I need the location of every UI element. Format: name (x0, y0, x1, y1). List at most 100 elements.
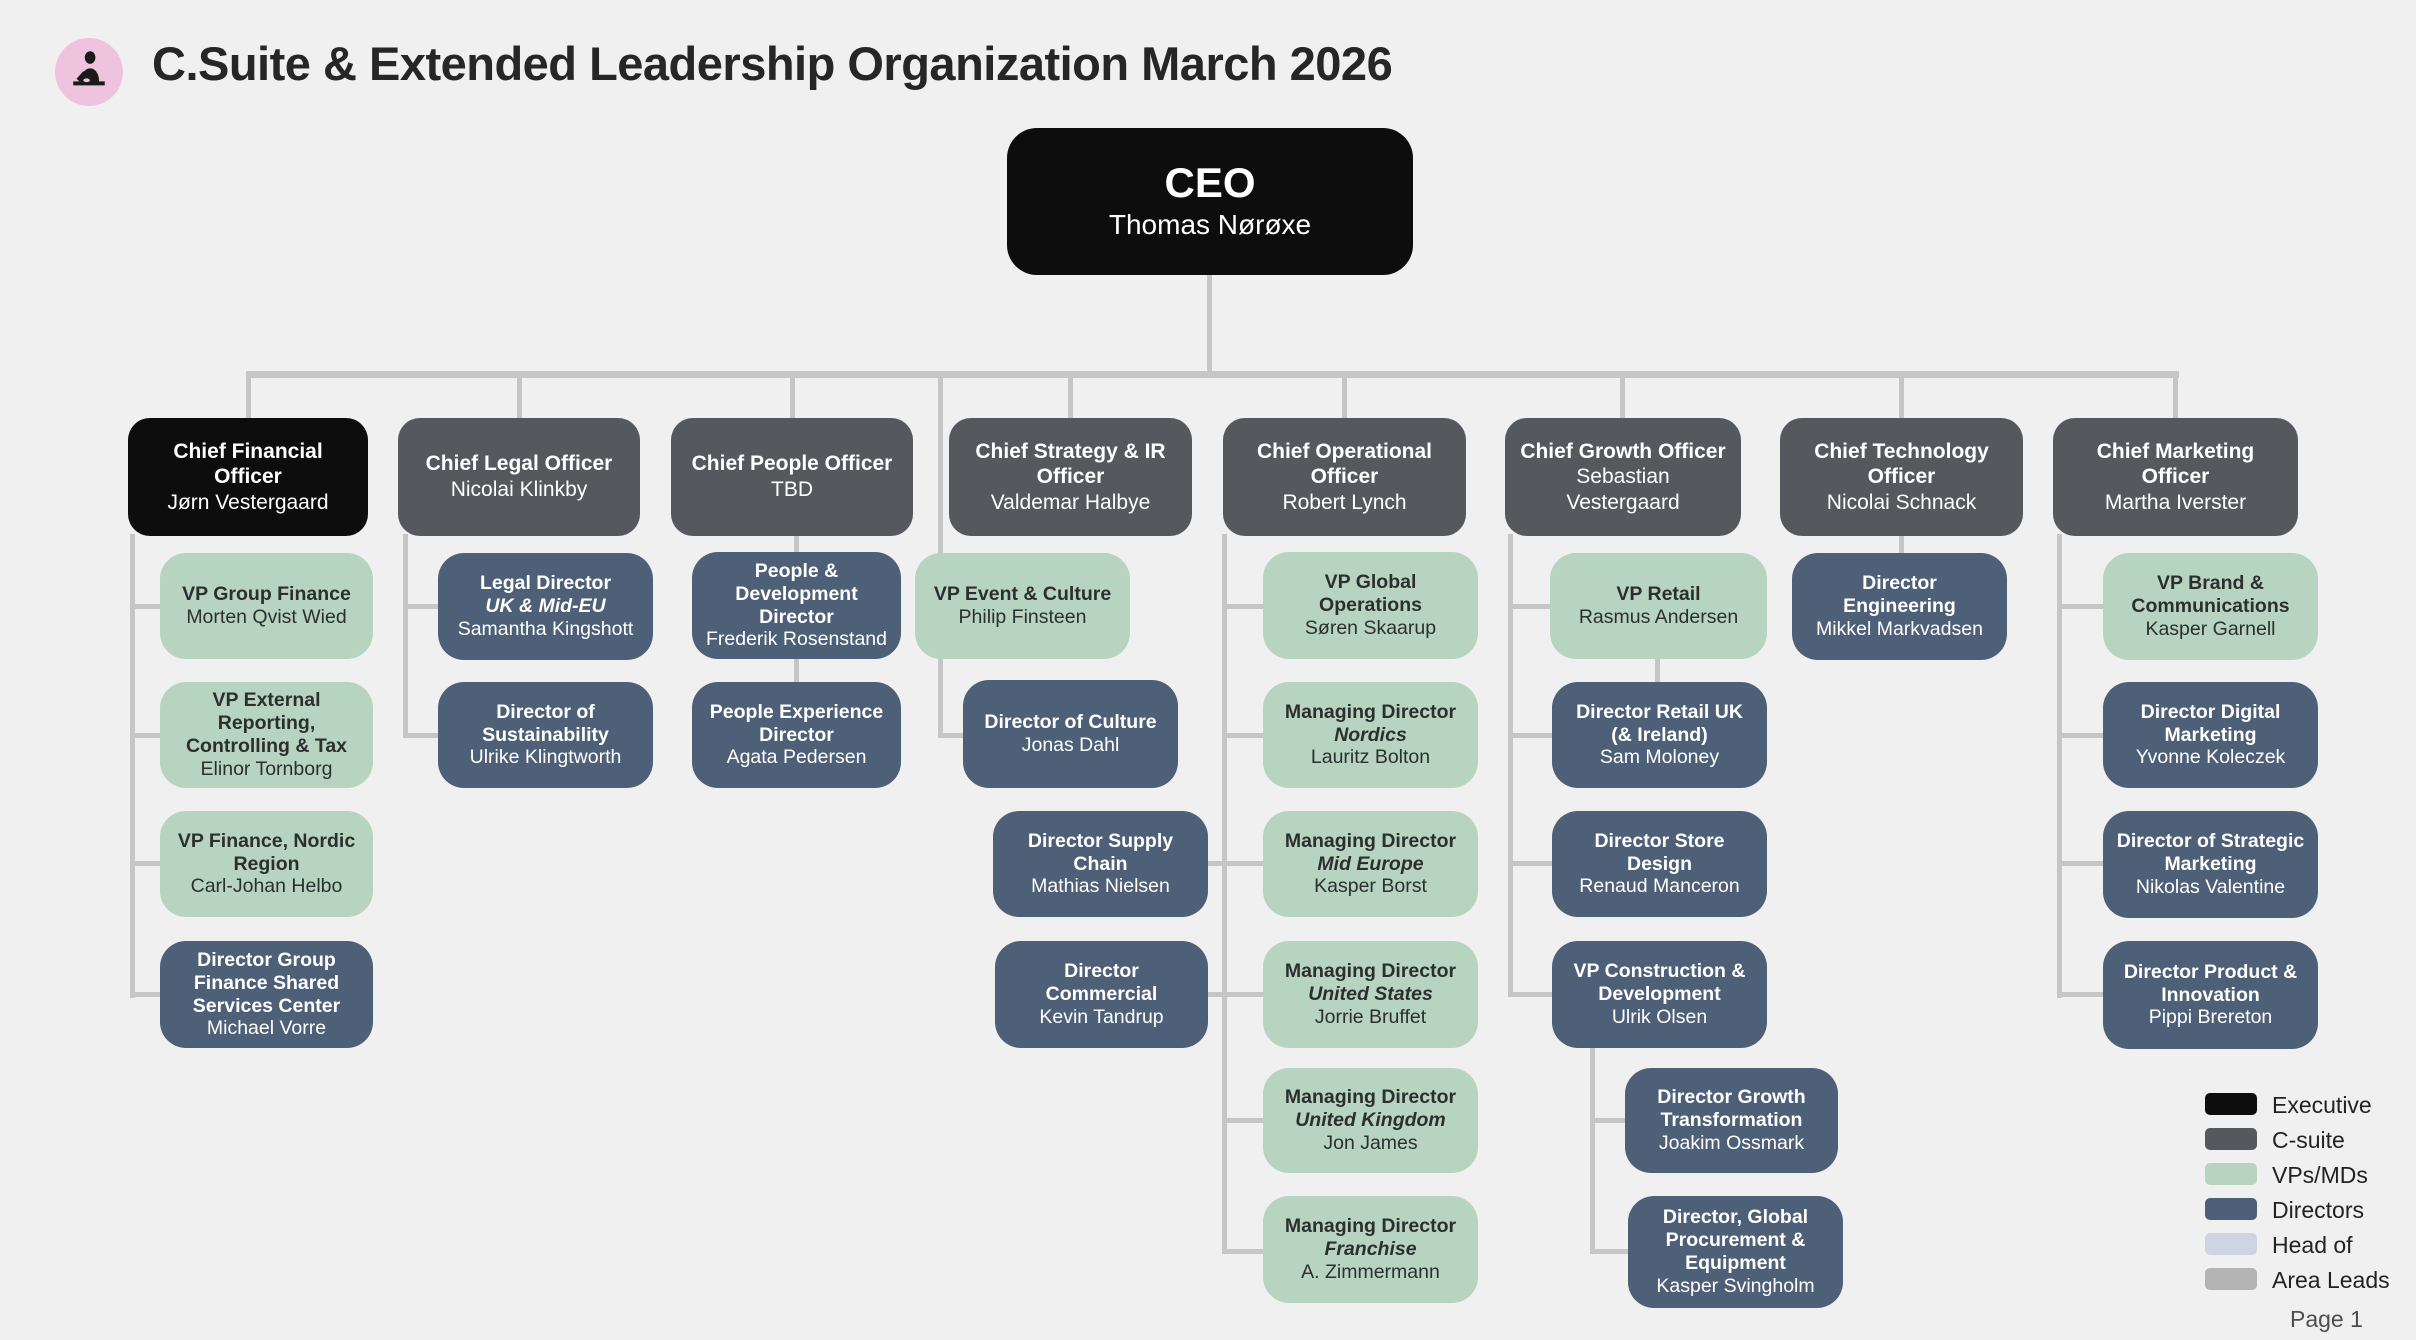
node-name: Yvonne Koleczek (2135, 746, 2286, 769)
node-name: Pippi Brereton (2148, 1006, 2273, 1029)
node-vp-brand-communications[interactable]: VP Brand & Communications Kasper Garnell (2103, 553, 2318, 660)
node-name: Valdemar Halbye (990, 490, 1151, 514)
node-md-nordics[interactable]: Managing Director Nordics Lauritz Bolton (1263, 682, 1478, 788)
node-name: Nicolai Klinkby (450, 478, 588, 501)
node-vp-event-culture[interactable]: VP Event & Culture Philip Finsteen (915, 553, 1130, 659)
node-vp-finance-nordic-region[interactable]: VP Finance, Nordic Region Carl-Johan Hel… (160, 811, 373, 917)
node-title: Director Supply Chain (1027, 829, 1174, 875)
node-director-supply-chain[interactable]: Director Supply Chain Mathias Nielsen (993, 811, 1208, 917)
company-logo (55, 38, 123, 106)
node-people-experience-director[interactable]: People Experience Director Agata Pederse… (692, 682, 901, 788)
node-name: Renaud Manceron (1579, 875, 1740, 898)
node-name: Michael Vorre (206, 1017, 327, 1040)
node-name: Mikkel Markvadsen (1816, 617, 1983, 640)
node-chief-operational-officer[interactable]: Chief Operational Officer Robert Lynch (1223, 418, 1466, 536)
connector-line (1590, 1249, 1631, 1254)
node-name: Samantha Kingshott (457, 617, 634, 640)
node-name: Martha Iverster (2104, 490, 2247, 514)
node-director-of-culture[interactable]: Director of Culture Jonas Dahl (963, 680, 1178, 788)
node-region: United States (1308, 983, 1433, 1006)
node-title: Director, Global Procurement & Equipment (1662, 1206, 1809, 1274)
node-director-digital-marketing[interactable]: Director Digital Marketing Yvonne Kolecz… (2103, 682, 2318, 788)
node-title: Director Growth Transformation (1657, 1086, 1806, 1132)
node-title: VP Event & Culture (933, 583, 1112, 606)
node-title: Director Store Design (1594, 829, 1725, 875)
connector-line (938, 733, 968, 738)
node-vp-construction-development[interactable]: VP Construction & Development Ulrik Olse… (1552, 941, 1767, 1048)
node-name: Morten Qvist Wied (186, 606, 347, 628)
node-md-mid-europe[interactable]: Managing Director Mid Europe Kasper Bors… (1263, 811, 1478, 917)
node-title: Managing Director (1284, 1086, 1457, 1109)
legend-swatch-csuite (2205, 1128, 2257, 1150)
node-director-group-finance-shared-services-center[interactable]: Director Group Finance Shared Services C… (160, 941, 373, 1048)
node-ceo[interactable]: CEO Thomas Nørøxe (1007, 128, 1413, 275)
node-chief-financial-officer[interactable]: Chief Financial Officer Jørn Vestergaard (128, 418, 368, 536)
legend-label: C-suite (2272, 1127, 2345, 1153)
node-director-commercial[interactable]: Director Commercial Kevin Tandrup (995, 941, 1208, 1048)
node-title: Chief Marketing Officer (2096, 439, 2255, 489)
connector-line (517, 376, 522, 423)
node-name: Thomas Nørøxe (1108, 209, 1312, 241)
node-chief-legal-officer[interactable]: Chief Legal Officer Nicolai Klinkby (398, 418, 640, 536)
node-name: Kasper Svingholm (1656, 1274, 1815, 1297)
node-chief-people-officer[interactable]: Chief People Officer TBD (671, 418, 913, 536)
node-chief-growth-officer[interactable]: Chief Growth Officer Sebastian Vestergaa… (1505, 418, 1741, 536)
node-vp-global-operations[interactable]: VP Global Operations Søren Skaarup (1263, 552, 1478, 659)
node-people-development-director[interactable]: People & Development Director Frederik R… (692, 552, 901, 659)
person-at-desk-icon (67, 48, 111, 97)
node-name: TBD (771, 478, 813, 501)
legend-label: Executive (2272, 1092, 2372, 1118)
connector-line (1899, 534, 1904, 555)
node-md-franchise[interactable]: Managing Director Franchise A. Zimmerman… (1263, 1196, 1478, 1303)
node-vp-group-finance[interactable]: VP Group Finance Morten Qvist Wied (160, 553, 373, 659)
node-director-product-innovation[interactable]: Director Product & Innovation Pippi Brer… (2103, 941, 2318, 1049)
node-md-united-kingdom[interactable]: Managing Director United Kingdom Jon Jam… (1263, 1068, 1478, 1173)
node-chief-marketing-officer[interactable]: Chief Marketing Officer Martha Iverster (2053, 418, 2298, 536)
node-director-global-procurement-equipment[interactable]: Director, Global Procurement & Equipment… (1628, 1196, 1843, 1308)
node-name: Rasmus Andersen (1578, 606, 1739, 628)
legend-label: Directors (2272, 1197, 2365, 1223)
node-name: Sebastian Vestergaard (1566, 465, 1680, 514)
node-title: Chief Technology Officer (1814, 439, 1989, 489)
node-title: Director Retail UK (& Ireland) (1576, 700, 1743, 746)
connector-line (1206, 992, 1227, 997)
connector-line (794, 658, 799, 684)
legend-label: Head of (2272, 1232, 2353, 1258)
node-legal-director-uk-mid-eu[interactable]: Legal Director UK & Mid-EU Samantha King… (438, 553, 653, 660)
node-name: Søren Skaarup (1304, 616, 1437, 639)
connector-line (2057, 733, 2106, 738)
node-name: Jon James (1323, 1131, 1418, 1154)
connector-line (1068, 376, 1073, 423)
node-name: A. Zimmermann (1301, 1260, 1440, 1283)
node-title: Chief People Officer (691, 452, 893, 476)
connector-line (1222, 1249, 1266, 1254)
node-title: Managing Director (1284, 700, 1457, 723)
connector-line (403, 604, 441, 609)
connector-line (1222, 534, 1227, 1252)
page-number: Page 1 (2290, 1306, 2363, 1332)
connector-line (1899, 376, 1904, 423)
connector-line (1508, 861, 1553, 866)
node-vp-retail[interactable]: VP Retail Rasmus Andersen (1550, 553, 1767, 659)
connector-line (1222, 861, 1266, 866)
node-chief-technology-officer[interactable]: Chief Technology Officer Nicolai Schnack (1780, 418, 2023, 536)
node-md-united-states[interactable]: Managing Director United States Jorrie B… (1263, 941, 1478, 1048)
node-name: Jonas Dahl (1021, 734, 1120, 756)
node-name: Agata Pedersen (726, 746, 867, 769)
connector-line (2057, 604, 2106, 609)
node-director-growth-transformation[interactable]: Director Growth Transformation Joakim Os… (1625, 1068, 1838, 1173)
node-name: Carl-Johan Helbo (190, 875, 343, 898)
node-title: Director Digital Marketing (2140, 700, 2281, 746)
node-director-retail-uk-ireland[interactable]: Director Retail UK (& Ireland) Sam Molon… (1552, 682, 1767, 788)
node-title: Chief Financial Officer (173, 439, 323, 489)
node-title: VP Construction & Development (1573, 960, 1746, 1006)
connector-line (1590, 1047, 1595, 1253)
node-director-engineering[interactable]: Director Engineering Mikkel Markvadsen (1792, 553, 2007, 660)
node-vp-external-reporting-controlling-tax[interactable]: VP External Reporting, Controlling & Tax… (160, 682, 373, 788)
node-director-of-strategic-marketing[interactable]: Director of Strategic Marketing Nikolas … (2103, 811, 2318, 918)
connector-line (403, 733, 441, 738)
node-director-store-design[interactable]: Director Store Design Renaud Manceron (1552, 811, 1767, 917)
node-director-of-sustainability[interactable]: Director of Sustainability Ulrike Klingt… (438, 682, 653, 788)
connector-line (1508, 604, 1553, 609)
node-chief-strategy-ir-officer[interactable]: Chief Strategy & IR Officer Valdemar Hal… (949, 418, 1192, 536)
